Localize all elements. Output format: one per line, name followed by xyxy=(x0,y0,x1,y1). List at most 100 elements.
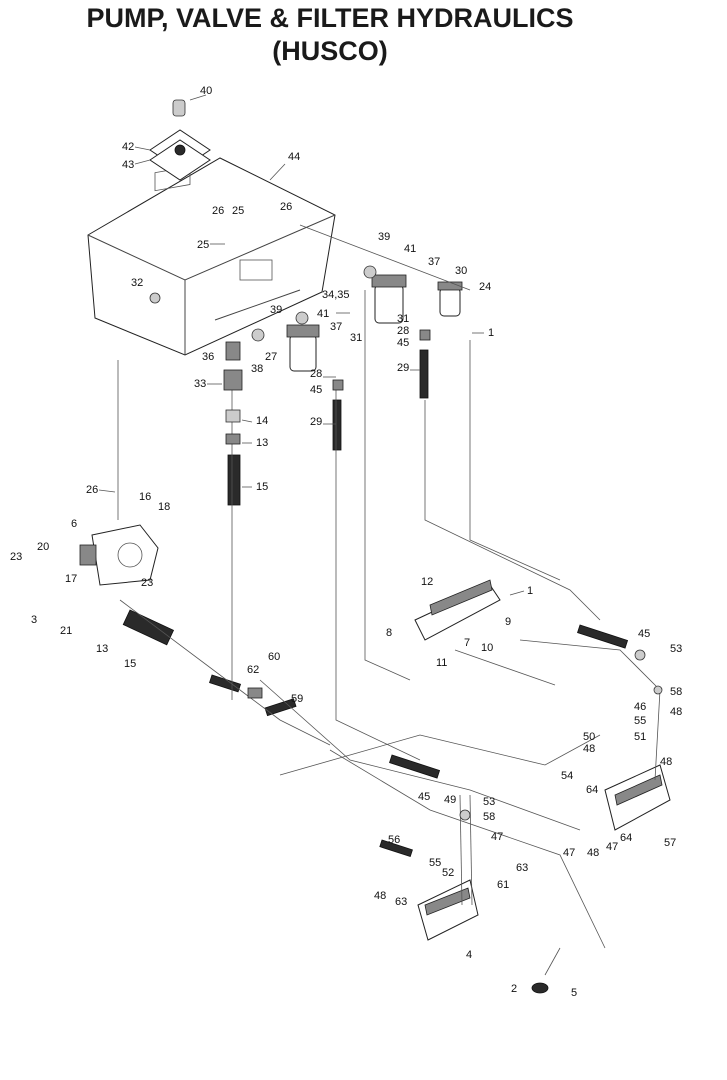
callout: 7 xyxy=(464,637,470,649)
callout: 48 xyxy=(660,756,672,768)
callout: 9 xyxy=(505,616,511,628)
callout: 43 xyxy=(122,159,134,171)
callout: 55 xyxy=(429,857,441,869)
callout: 21 xyxy=(60,625,72,637)
callout: 24 xyxy=(479,281,491,293)
callout: 30 xyxy=(455,265,467,277)
callout: 58 xyxy=(670,686,682,698)
callout: 17 xyxy=(65,573,77,585)
callout: 18 xyxy=(158,501,170,513)
callout: 29 xyxy=(310,416,322,428)
fittings xyxy=(149,265,663,994)
callout: 1 xyxy=(488,327,494,339)
callout: 44 xyxy=(288,151,300,163)
callout: 1 xyxy=(527,585,533,597)
callout: 37 xyxy=(330,321,342,333)
callout: 15 xyxy=(256,481,268,493)
routing-lines xyxy=(117,224,661,976)
callout: 31 xyxy=(350,332,362,344)
callout: 26 xyxy=(212,205,224,217)
control-valve-12 xyxy=(414,579,501,641)
callout: 48 xyxy=(670,706,682,718)
callout: 45 xyxy=(638,628,650,640)
hose-29 xyxy=(332,349,429,451)
callout: 32 xyxy=(131,277,143,289)
callout: 39 xyxy=(378,231,390,243)
return-filter-lower xyxy=(286,324,320,372)
callout: 58 xyxy=(483,811,495,823)
page-title-line-2: (HUSCO) xyxy=(272,36,388,66)
callout: 56 xyxy=(388,834,400,846)
callout: 61 xyxy=(497,879,509,891)
callout: 10 xyxy=(481,642,493,654)
callout: 5 xyxy=(571,987,577,999)
callout: 23 xyxy=(141,577,153,589)
callout: 57 xyxy=(664,837,676,849)
callout: 54 xyxy=(561,770,573,782)
callout: 3 xyxy=(31,614,37,626)
callout: 53 xyxy=(483,796,495,808)
callout: 14 xyxy=(256,415,268,427)
callout: 36 xyxy=(202,351,214,363)
callout: 37 xyxy=(428,256,440,268)
leader-lines xyxy=(98,94,525,596)
callout: 33 xyxy=(194,378,206,390)
callout: 45 xyxy=(310,384,322,396)
callout: 16 xyxy=(139,491,151,503)
callout: 50 xyxy=(583,731,595,743)
callout: 52 xyxy=(442,867,454,879)
callout: 64 xyxy=(620,832,632,844)
breather-cap-assembly xyxy=(149,99,211,181)
callout: 64 xyxy=(586,784,598,796)
callout: 42 xyxy=(122,141,134,153)
callout: 41 xyxy=(317,308,329,320)
valve-61 xyxy=(417,879,479,941)
callout: 25 xyxy=(232,205,244,217)
callout: 53 xyxy=(670,643,682,655)
callout: 27 xyxy=(265,351,277,363)
hydraulic-pump xyxy=(79,524,159,586)
callout: 31 xyxy=(397,313,409,325)
callout: 47 xyxy=(491,831,503,843)
callout: 47 xyxy=(606,841,618,853)
callout: 2 xyxy=(511,983,517,995)
return-filter-upper xyxy=(371,274,407,324)
callout: 45 xyxy=(397,337,409,349)
callout: 12 xyxy=(421,576,433,588)
callout: 47 xyxy=(563,847,575,859)
hydraulic-tank xyxy=(87,157,336,356)
callout: 13 xyxy=(256,437,268,449)
callout: 63 xyxy=(395,896,407,908)
callout: 38 xyxy=(251,363,263,375)
page-title-line-1: PUMP, VALVE & FILTER HYDRAULICS xyxy=(86,3,574,33)
callout: 4 xyxy=(466,949,472,961)
callout: 25 xyxy=(197,239,209,251)
callout: 48 xyxy=(583,743,595,755)
callout-numbers: 40 42 43 44 26 25 26 25 39 41 37 30 24 3… xyxy=(10,85,682,999)
callout: 29 xyxy=(397,362,409,374)
callout: 28 xyxy=(310,368,322,380)
callout: 8 xyxy=(386,627,392,639)
callout: 60 xyxy=(268,651,280,663)
callout: 62 xyxy=(247,664,259,676)
callout: 28 xyxy=(397,325,409,337)
callout: 63 xyxy=(516,862,528,874)
callout: 41 xyxy=(404,243,416,255)
callout: 13 xyxy=(96,643,108,655)
filter-30 xyxy=(437,281,463,317)
callout: 45 xyxy=(418,791,430,803)
callout: 15 xyxy=(124,658,136,670)
callout: 39 xyxy=(270,304,282,316)
callout: 49 xyxy=(444,794,456,806)
callout: 46 xyxy=(634,701,646,713)
hose-lines xyxy=(209,624,629,858)
suction-hose-15 xyxy=(122,454,241,646)
callout: 48 xyxy=(374,890,386,902)
callout: 23 xyxy=(10,551,22,563)
callout: 26 xyxy=(86,484,98,496)
callout: 34,35 xyxy=(322,289,350,301)
callout: 6 xyxy=(71,518,77,530)
callout: 59 xyxy=(291,693,303,705)
callout: 55 xyxy=(634,715,646,727)
